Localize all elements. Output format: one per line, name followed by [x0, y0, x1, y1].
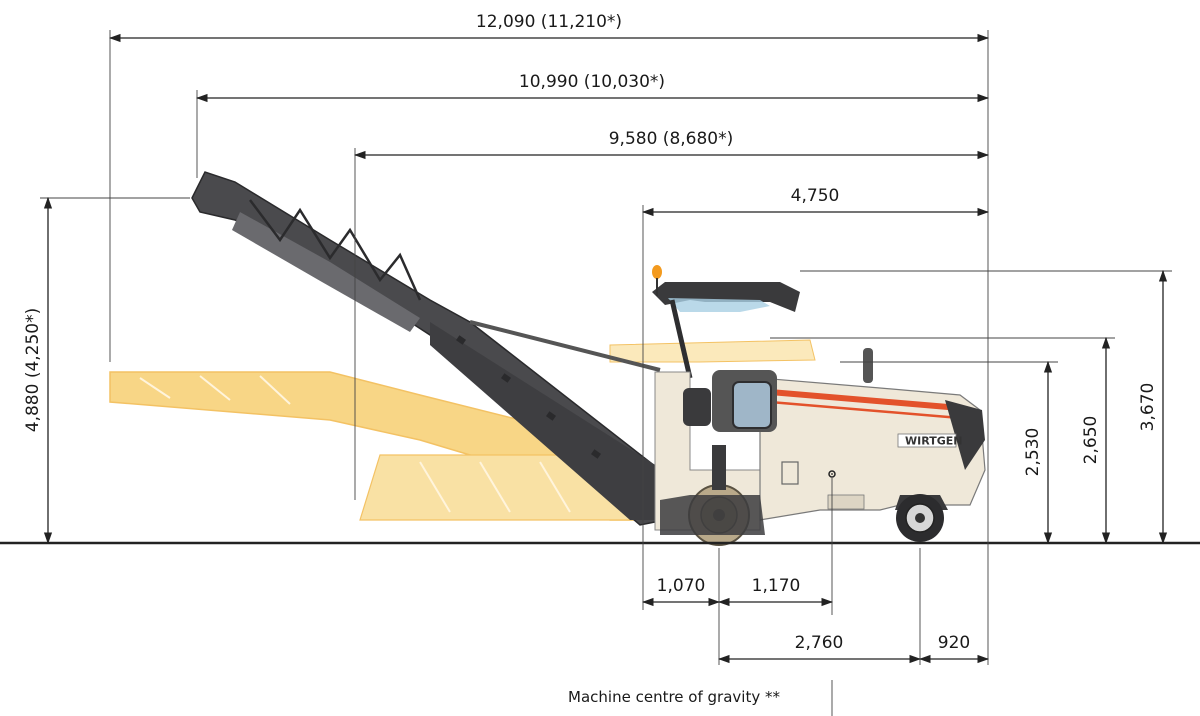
dim-mid-length: 10,990 (10,030*) [519, 72, 665, 92]
conveyor-lower-section [430, 322, 665, 520]
engine-housing [759, 377, 986, 521]
leg-column [712, 445, 726, 490]
cog-marker-icon [828, 470, 836, 478]
dim-body-height: 2,530 [1023, 428, 1043, 477]
vertical-dimensions: 4,880 (4,250*) 3,670 2,650 2,530 [23, 196, 1168, 545]
brand-logo: WIRTGEN [905, 435, 962, 448]
dim-rear-overhang: 920 [938, 633, 970, 653]
conveyor-side-panel [232, 212, 420, 332]
extension-lines [40, 30, 1172, 716]
dim-canopy-height: 3,670 [1138, 383, 1158, 432]
hydraulic-strut [469, 320, 661, 372]
dim-front-overhang: 1,070 [657, 576, 706, 596]
dim-folded-height: 2,650 [1081, 416, 1101, 465]
dim-cog-offset: 1,170 [752, 576, 801, 596]
horizontal-dimensions: 12,090 (11,210*) 10,990 (10,030*) 9,580 … [108, 12, 990, 664]
dim-short-length: 9,580 (8,680*) [609, 129, 734, 149]
stripe-thin [769, 400, 961, 420]
exhaust-pipe [863, 348, 873, 383]
steering-column [683, 388, 711, 426]
milling-machine: WIRTGEN [652, 265, 986, 546]
brand-plate [897, 433, 957, 448]
stripe-red [769, 389, 961, 411]
operator-seat [732, 381, 772, 429]
dim-wheelbase: 2,760 [795, 633, 844, 653]
canopy-post [669, 299, 693, 379]
beacon-light [652, 265, 662, 279]
dim-overall-length: 12,090 (11,210*) [476, 12, 622, 32]
cog-caption: Machine centre of gravity ** [568, 688, 780, 706]
rear-wheel [895, 494, 948, 542]
conveyor-bolts [456, 335, 601, 459]
milling-drum-housing [660, 495, 765, 535]
conveyor-truss [249, 199, 422, 301]
canopy-roof [652, 282, 800, 312]
canopy-glass [668, 298, 770, 312]
ghost-canopy [609, 339, 816, 363]
rear-cover [945, 400, 985, 470]
dim-machine-length: 4,750 [791, 186, 840, 206]
dim-conveyor-height: 4,880 (4,250*) [23, 308, 43, 433]
ghost-conveyor-truss [139, 375, 571, 513]
